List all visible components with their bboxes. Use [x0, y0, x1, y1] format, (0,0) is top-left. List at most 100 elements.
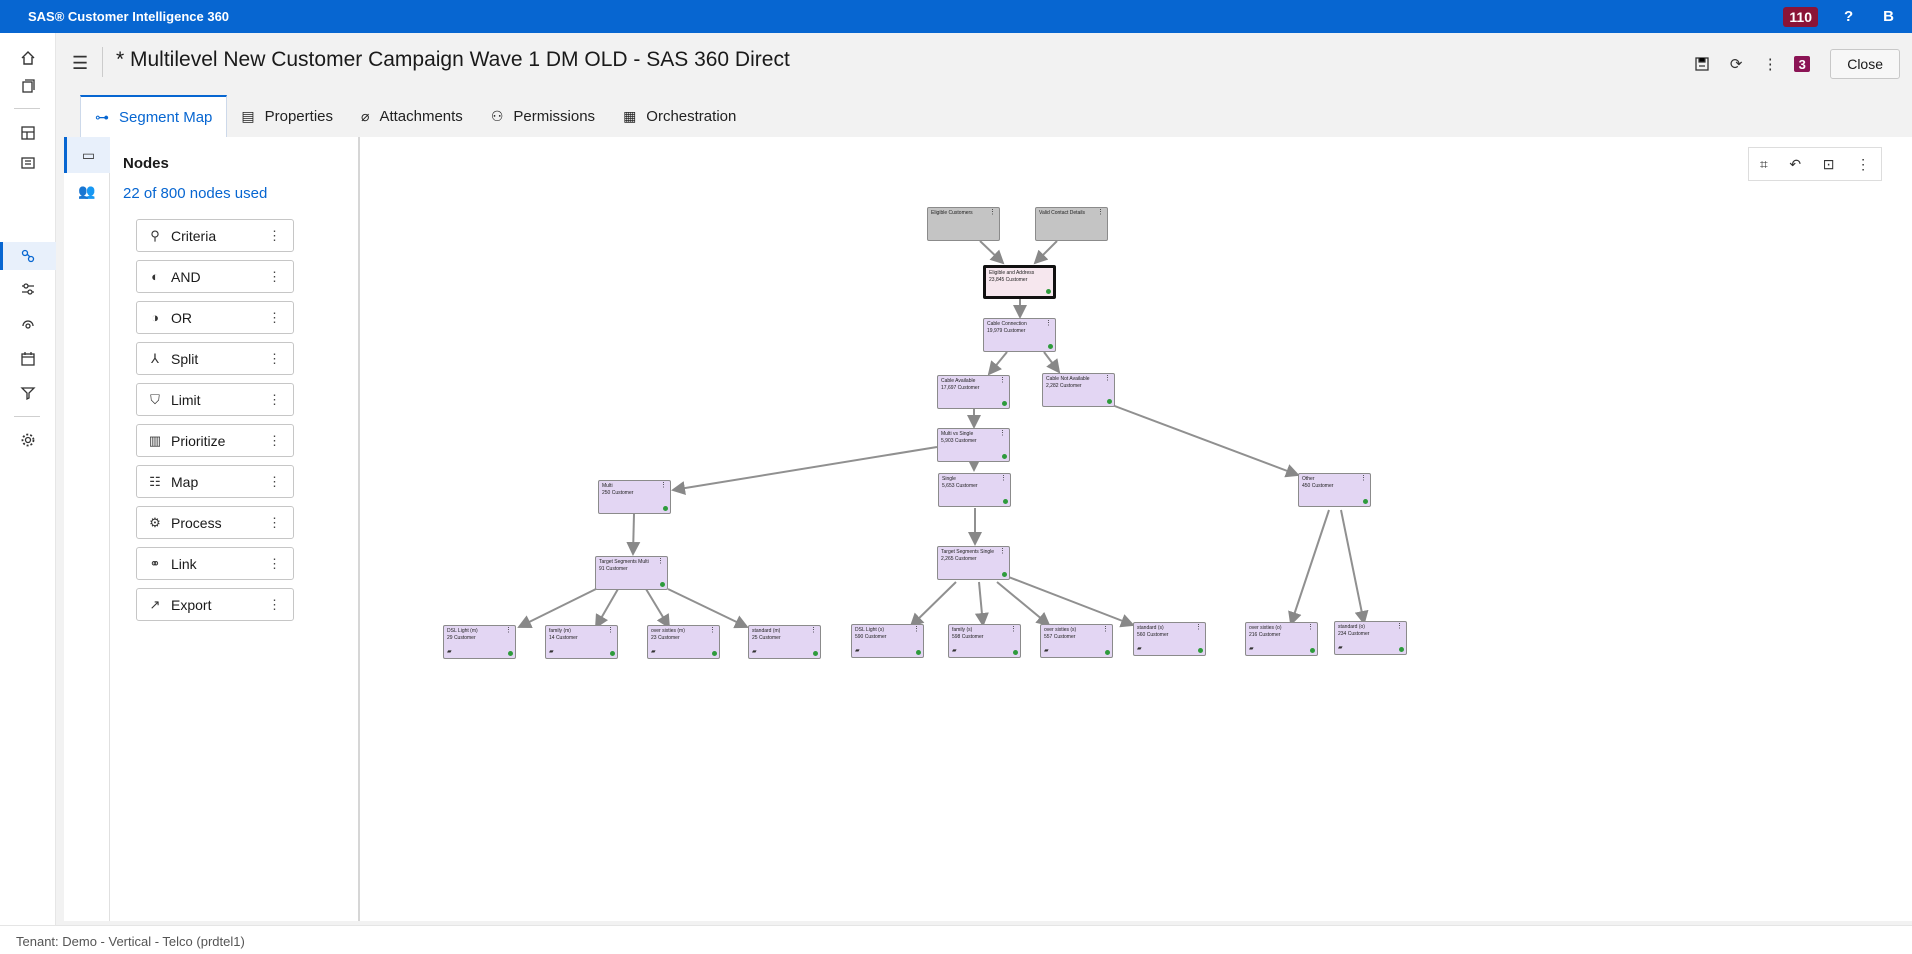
- drag-handle-icon[interactable]: ⋮: [268, 310, 281, 325]
- node-menu-icon[interactable]: ⋮: [1360, 475, 1367, 482]
- segment-map-canvas[interactable]: ⌗ ↶ ⊡ ⋮: [362, 137, 1912, 921]
- save-icon[interactable]: [1692, 54, 1712, 74]
- auto-layout-icon[interactable]: ⌗: [1759, 155, 1768, 172]
- node-menu-icon[interactable]: ⋮: [999, 430, 1006, 437]
- tasks-icon[interactable]: [18, 153, 38, 173]
- node-menu-icon[interactable]: ⋮: [709, 627, 716, 634]
- segment-node[interactable]: Eligible Customers⋮: [927, 207, 1000, 241]
- more-options-icon[interactable]: ⋮: [1856, 155, 1871, 172]
- segment-node[interactable]: DSL Light (s)590 Customer⋮▰: [851, 624, 924, 658]
- node-tool-prioritize[interactable]: ▥Prioritize⋮: [136, 424, 294, 457]
- tab-orchestration[interactable]: ▦ Orchestration: [609, 95, 750, 137]
- drag-handle-icon[interactable]: ⋮: [268, 433, 281, 448]
- node-count: 25 Customer: [752, 635, 781, 641]
- refresh-icon[interactable]: ⟳: [1729, 56, 1743, 73]
- node-menu-icon[interactable]: ⋮: [810, 627, 817, 634]
- settings-icon[interactable]: [18, 430, 38, 450]
- tab-attachments[interactable]: ⌀ Attachments: [347, 95, 477, 137]
- segment-node[interactable]: standard (m)25 Customer⋮▰: [748, 625, 821, 659]
- tenant-footer: Tenant: Demo - Vertical - Telco (prdtel1…: [0, 925, 1912, 953]
- node-menu-icon[interactable]: ⋮: [989, 209, 996, 216]
- user-menu-button[interactable]: B: [1883, 8, 1894, 25]
- node-tool-criteria[interactable]: ⚲Criteria⋮: [136, 219, 294, 252]
- segment-node[interactable]: standard (o)234 Customer⋮▰: [1334, 621, 1407, 655]
- node-tool-split[interactable]: ⅄Split⋮: [136, 342, 294, 375]
- node-menu-icon[interactable]: ⋮: [660, 482, 667, 489]
- segment-node[interactable]: family (s)598 Customer⋮▰: [948, 624, 1021, 658]
- node-tool-process[interactable]: ⚙Process⋮: [136, 506, 294, 539]
- segment-node[interactable]: over sixties (o)216 Customer⋮▰: [1245, 622, 1318, 656]
- undo-icon[interactable]: ↶: [1789, 155, 1802, 172]
- more-actions-icon[interactable]: ⋮: [1762, 56, 1778, 73]
- segment-node[interactable]: DSL Light (m)29 Customer⋮▰: [443, 625, 516, 659]
- node-menu-icon[interactable]: ⋮: [1195, 624, 1202, 631]
- node-tool-or[interactable]: ◑OR⋮: [136, 301, 294, 334]
- node-menu-icon[interactable]: ⋮: [657, 558, 664, 565]
- calendar-icon[interactable]: [18, 349, 38, 369]
- help-button[interactable]: ?: [1843, 8, 1854, 25]
- node-menu-icon[interactable]: ⋮: [505, 627, 512, 634]
- node-tool-link[interactable]: ⚭Link⋮: [136, 547, 294, 580]
- dashboard-icon[interactable]: [18, 123, 38, 143]
- node-tool-map[interactable]: ☷Map⋮: [136, 465, 294, 498]
- node-menu-icon[interactable]: ⋮: [999, 548, 1006, 555]
- node-menu-icon[interactable]: ⋮: [1097, 209, 1104, 216]
- node-count: 5,903 Customer: [941, 438, 977, 444]
- content-icon[interactable]: [18, 76, 38, 96]
- close-button[interactable]: Close: [1830, 49, 1900, 79]
- drag-handle-icon[interactable]: ⋮: [268, 269, 281, 284]
- node-menu-icon[interactable]: ⋮: [1000, 475, 1007, 482]
- segment-node[interactable]: Valid Contact Details⋮: [1035, 207, 1108, 241]
- node-menu-icon[interactable]: ⋮: [1010, 626, 1017, 633]
- status-ok-icon: [1002, 572, 1007, 577]
- drag-handle-icon[interactable]: ⋮: [268, 392, 281, 407]
- node-menu-icon[interactable]: ⋮: [1045, 320, 1052, 327]
- zoom-fit-icon[interactable]: ⊡: [1822, 155, 1835, 172]
- node-menu-icon[interactable]: ⋮: [1102, 626, 1109, 633]
- alerts-badge[interactable]: 110: [1783, 6, 1818, 27]
- node-tool-export[interactable]: ↗Export⋮: [136, 588, 294, 621]
- nodes-palette-tab[interactable]: ▭: [64, 137, 110, 173]
- tab-segment-map[interactable]: ⊶ Segment Map: [80, 95, 228, 137]
- node-menu-icon[interactable]: ⋮: [607, 627, 614, 634]
- audience-icon[interactable]: [18, 315, 38, 335]
- list-icon[interactable]: ☰: [72, 53, 89, 73]
- notifications-badge[interactable]: 3: [1794, 56, 1811, 72]
- tab-properties[interactable]: ▤ Properties: [227, 95, 347, 137]
- segment-node[interactable]: family (m)14 Customer⋮▰: [545, 625, 618, 659]
- segment-node[interactable]: over sixties (m)23 Customer⋮▰: [647, 625, 720, 659]
- segments-icon[interactable]: [18, 246, 38, 266]
- drag-handle-icon[interactable]: ⋮: [268, 597, 281, 612]
- drag-handle-icon[interactable]: ⋮: [268, 556, 281, 571]
- drag-handle-icon[interactable]: ⋮: [268, 515, 281, 530]
- rules-icon[interactable]: [18, 383, 38, 403]
- drag-handle-icon[interactable]: ⋮: [268, 474, 281, 489]
- node-menu-icon[interactable]: ⋮: [913, 626, 920, 633]
- drag-handle-icon[interactable]: ⋮: [268, 228, 281, 243]
- node-menu-icon[interactable]: ⋮: [999, 377, 1006, 384]
- node-tool-and[interactable]: ◐AND⋮: [136, 260, 294, 293]
- node-menu-icon[interactable]: ⋮: [1104, 375, 1111, 382]
- node-menu-icon[interactable]: ⋮: [1307, 624, 1314, 631]
- tab-permissions[interactable]: ⚇ Permissions: [477, 95, 609, 137]
- journeys-icon[interactable]: [18, 279, 38, 299]
- node-menu-icon[interactable]: ⋮: [1396, 623, 1403, 630]
- app-header-bar: SAS® Customer Intelligence 360 110 ? B: [0, 0, 1912, 33]
- segment-node[interactable]: standard (s)560 Customer⋮▰: [1133, 622, 1206, 656]
- home-icon[interactable]: [18, 48, 38, 68]
- drag-handle-icon[interactable]: ⋮: [268, 351, 281, 366]
- audience-tab[interactable]: 👥: [64, 173, 110, 209]
- status-ok-icon: [712, 651, 717, 656]
- node-tool-limit[interactable]: ⛉Limit⋮: [136, 383, 294, 416]
- segment-node[interactable]: over sixties (s)557 Customer⋮▰: [1040, 624, 1113, 658]
